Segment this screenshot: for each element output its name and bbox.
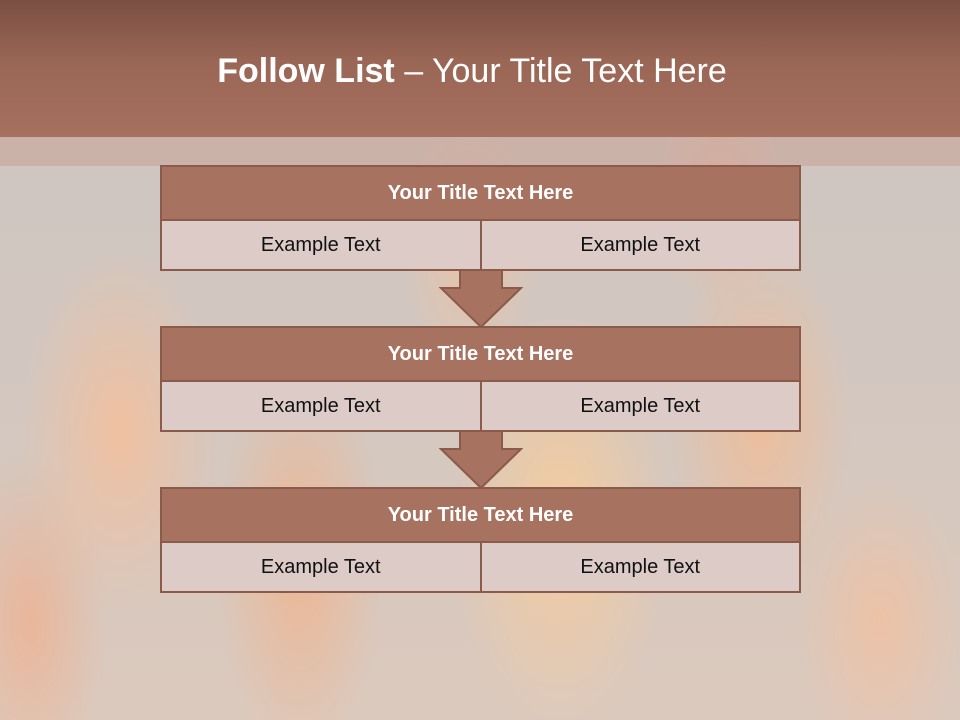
- slide-title-bold: Follow List: [217, 52, 395, 90]
- step-3-left-cell: Example Text: [160, 543, 482, 593]
- header-strip: [0, 137, 960, 166]
- slide-title: Follow List – Your Title Text Here: [0, 52, 944, 91]
- header-band: [0, 0, 960, 137]
- step-1-right-cell: Example Text: [481, 221, 801, 271]
- down-arrow-icon: [439, 270, 523, 328]
- step-block-2: Your Title Text Here Example Text Exampl…: [160, 326, 801, 432]
- step-block-1: Your Title Text Here Example Text Exampl…: [160, 165, 801, 271]
- slide-title-rest: – Your Title Text Here: [394, 52, 727, 90]
- step-2-right-cell: Example Text: [481, 382, 801, 432]
- step-block-3: Your Title Text Here Example Text Exampl…: [160, 487, 801, 593]
- step-row-2: Example Text Example Text: [160, 382, 801, 432]
- step-1-left-cell: Example Text: [160, 221, 482, 271]
- step-2-left-cell: Example Text: [160, 382, 482, 432]
- step-3-right-cell: Example Text: [481, 543, 801, 593]
- step-row-1: Example Text Example Text: [160, 221, 801, 271]
- step-title-1: Your Title Text Here: [160, 165, 801, 221]
- step-row-3: Example Text Example Text: [160, 543, 801, 593]
- down-arrow-icon: [439, 431, 523, 489]
- step-title-3: Your Title Text Here: [160, 487, 801, 543]
- step-title-2: Your Title Text Here: [160, 326, 801, 382]
